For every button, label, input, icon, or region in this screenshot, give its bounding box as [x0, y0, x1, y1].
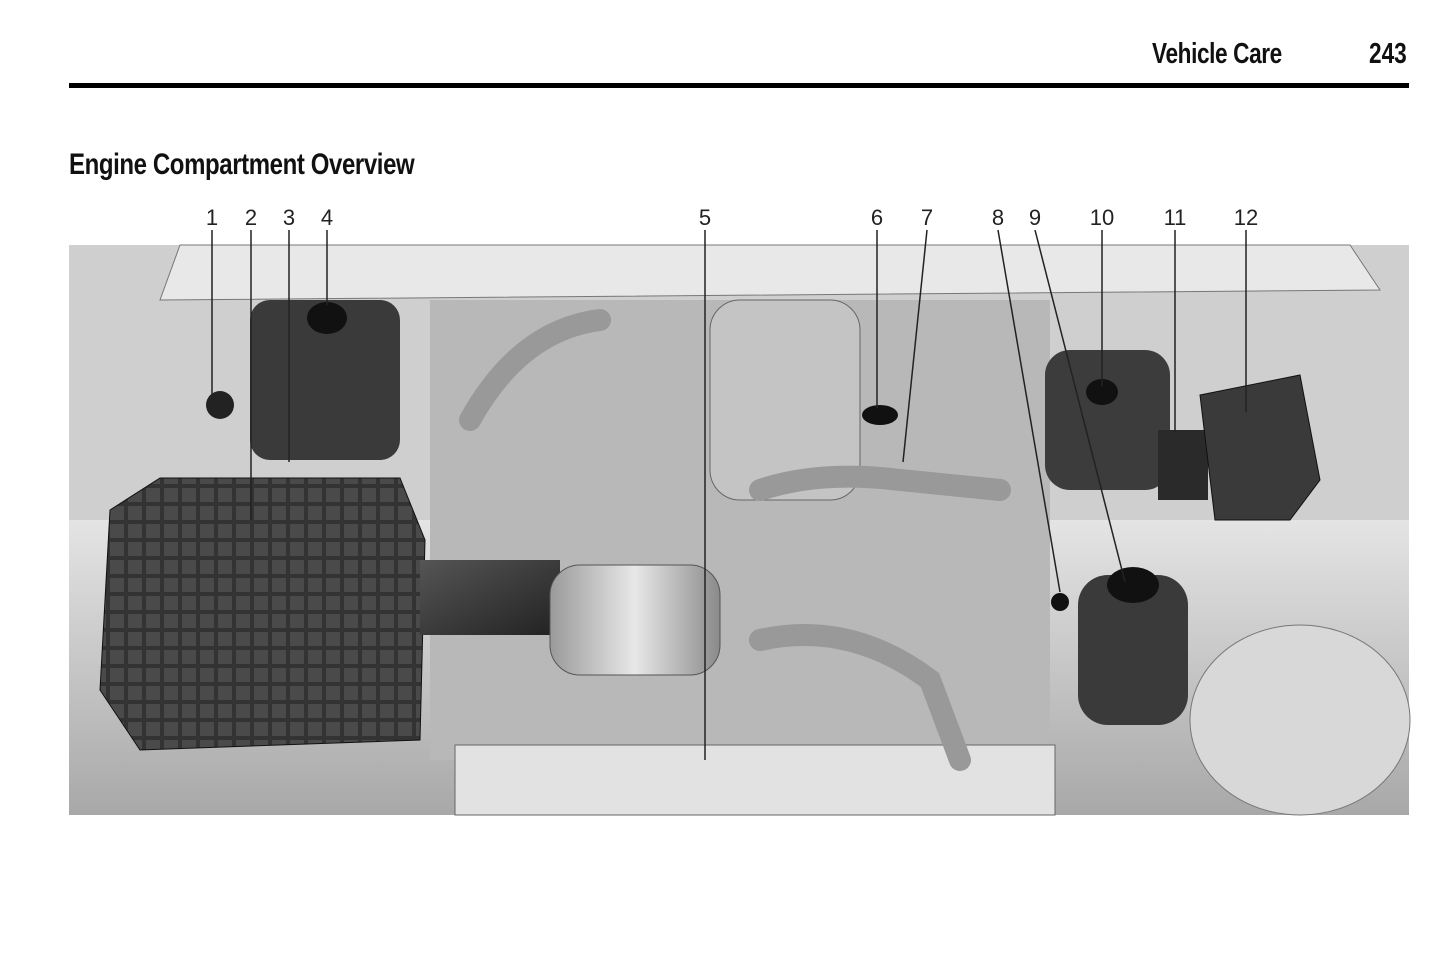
callout-9: 9 [1029, 205, 1041, 230]
fuse-block [1158, 374, 1321, 521]
callout-4: 4 [321, 205, 333, 230]
coolant-reservoir [250, 300, 400, 460]
engine-oil-fill-cap [862, 405, 898, 425]
callout-numbers: 1 2 3 4 5 6 7 8 9 10 11 12 [206, 205, 1258, 230]
air-cleaner-assembly [99, 477, 721, 751]
callout-12: 12 [1234, 205, 1258, 230]
callout-6: 6 [871, 205, 883, 230]
callout-8: 8 [992, 205, 1004, 230]
callout-leaders [211, 229, 1247, 760]
callout-2: 2 [245, 205, 257, 230]
power-steering-reservoir [1051, 567, 1188, 725]
washer-fluid-reservoir [1045, 350, 1170, 490]
running-header-section: Vehicle Care [1152, 38, 1282, 70]
page-number: 243 [1369, 38, 1407, 70]
callout-5: 5 [699, 205, 711, 230]
callout-10: 10 [1090, 205, 1114, 230]
callout-3: 3 [283, 205, 295, 230]
section-heading: Engine Compartment Overview [69, 148, 415, 181]
callout-7: 7 [921, 205, 933, 230]
header-rule [69, 83, 1409, 88]
intake-hoses [459, 309, 1011, 771]
callout-1: 1 [206, 205, 218, 230]
callout-11: 11 [1164, 205, 1187, 230]
brake-fluid-reservoir [206, 391, 234, 419]
